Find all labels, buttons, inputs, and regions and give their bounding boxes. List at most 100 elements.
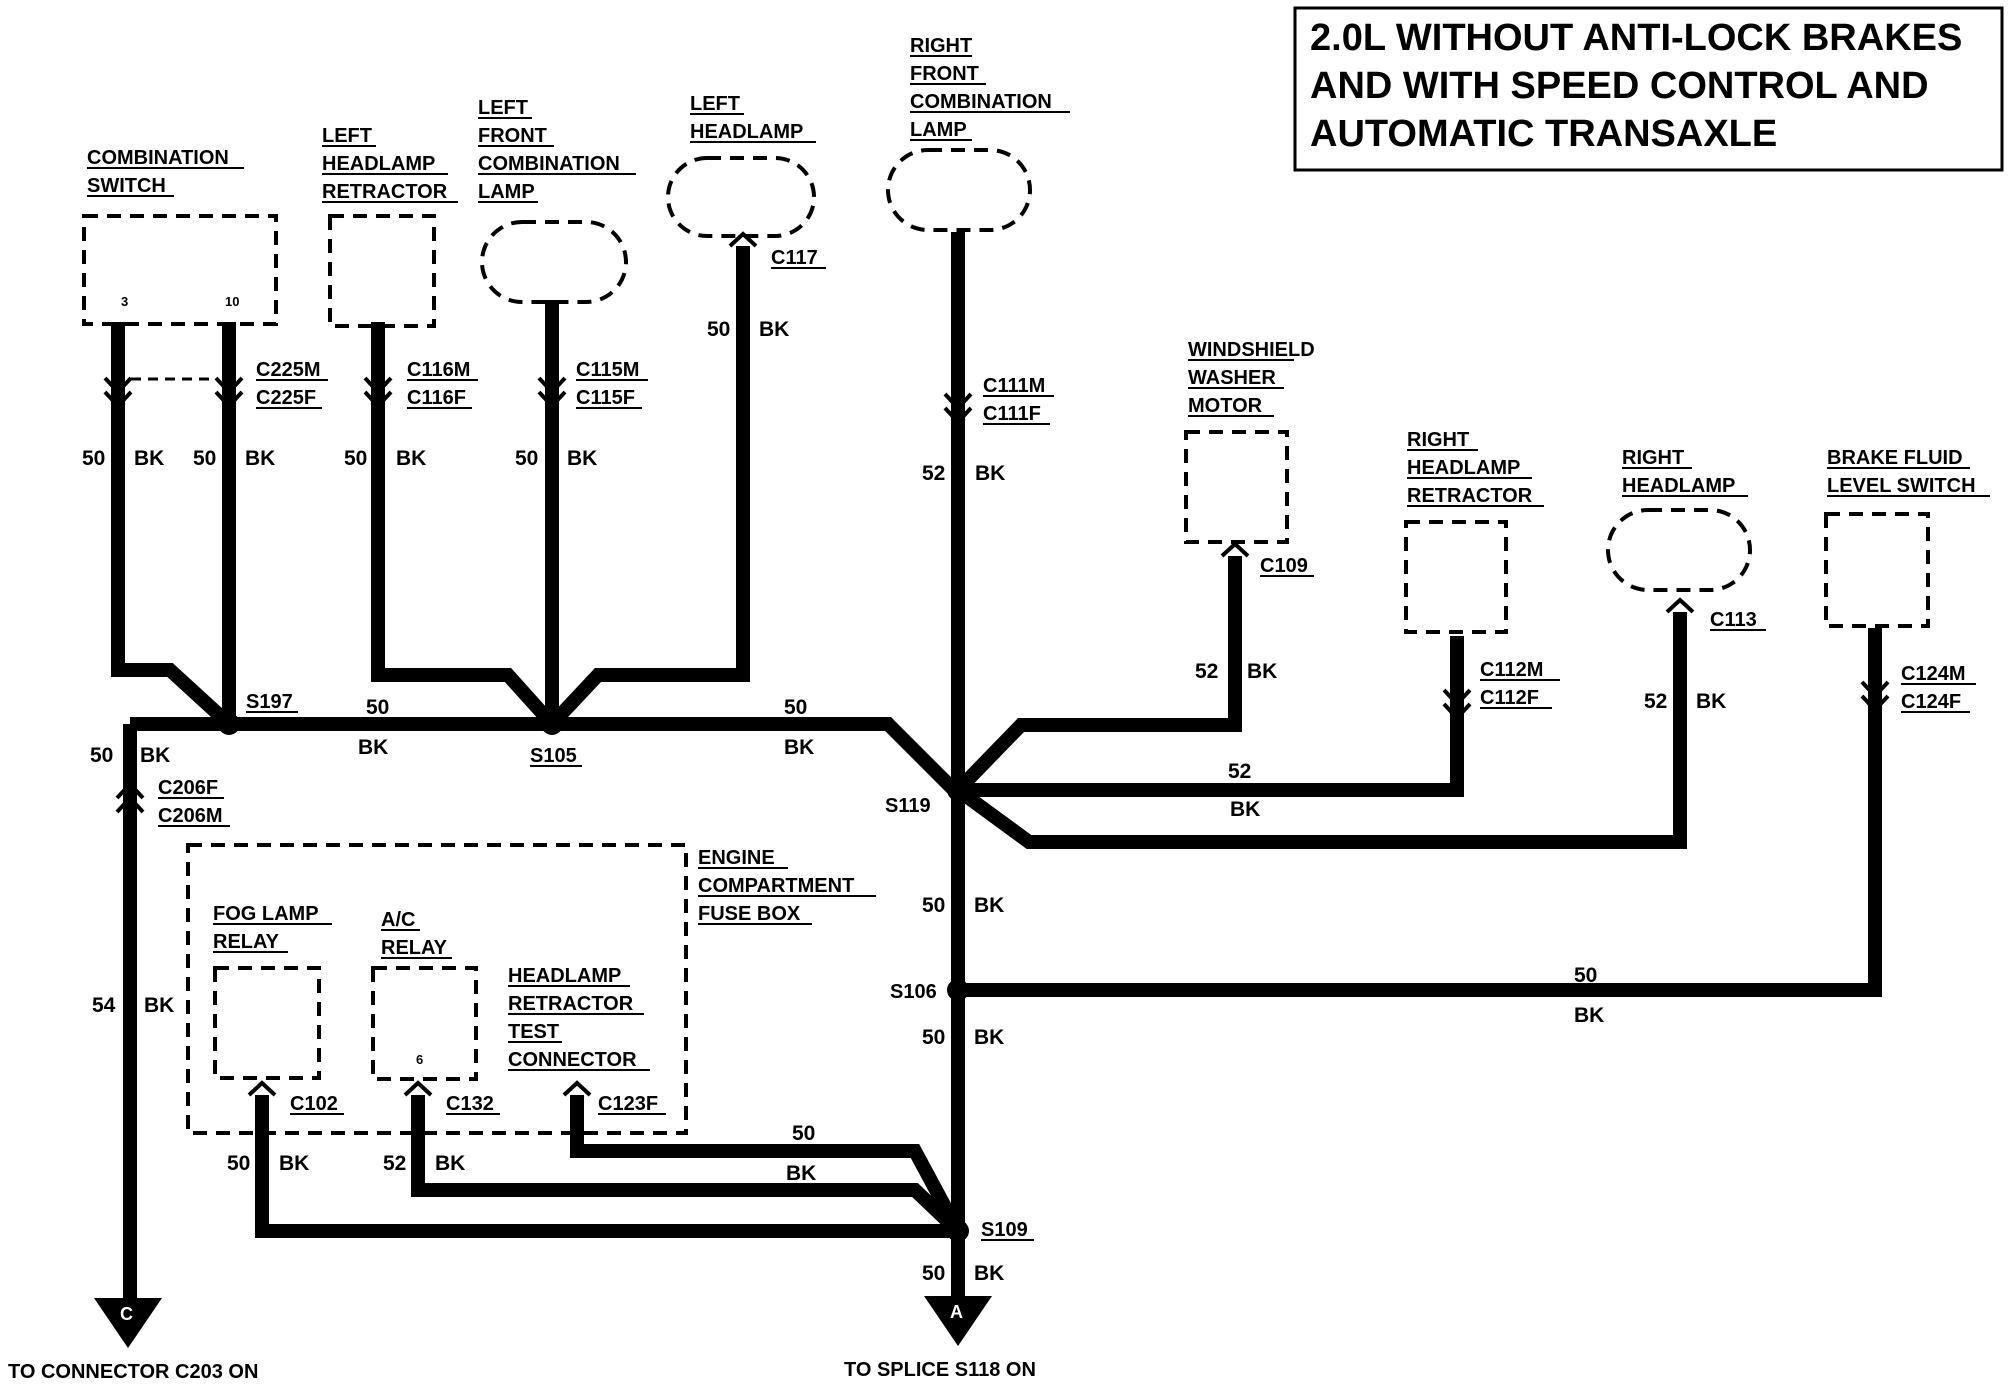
c116-symbol — [363, 376, 393, 409]
windshield-washer-motor-label-1: WINDSHIELD — [1188, 339, 1315, 361]
left-headlamp-label-1: LEFT — [690, 93, 740, 115]
c115m-label: C115M — [576, 359, 639, 381]
left-front-combination-lamp-label-2: FRONT — [478, 125, 547, 147]
engine-compartment-fuse-box-label-3: FUSE BOX — [698, 903, 801, 925]
wire-color-label: BK — [1696, 690, 1726, 713]
brake-fluid-level-switch-box — [1824, 512, 1930, 628]
engine-compartment-fuse-box-label-1: ENGINE — [698, 847, 775, 869]
wire-gauge-label: 50 — [227, 1152, 250, 1175]
wire-fog-lamp-relay — [255, 1095, 958, 1238]
wire-headlamp-retractor-test-connector — [570, 1095, 965, 1235]
fog-lamp-relay-box — [213, 966, 321, 1080]
component-labels: COMBINATION SWITCH LEFT HEADLAMP RETRACT… — [87, 35, 1990, 1071]
headlamp-retractor-test-connector-label-2: RETRACTOR — [508, 993, 634, 1015]
c115-symbol — [537, 376, 567, 409]
wire-color-label: BK — [759, 318, 789, 341]
c206f-label: C206F — [158, 777, 218, 799]
arrow-down-c-icon — [94, 1298, 162, 1348]
arrow-c-label: C — [120, 1304, 133, 1324]
connector-symbols — [103, 231, 1890, 1097]
wire-gauge-label: 54 — [92, 994, 116, 1017]
wire-gauge-label: 50 — [193, 447, 216, 470]
wire-gauge-label: 50 — [366, 696, 389, 719]
wire-color-label: BK — [567, 447, 597, 470]
wire-comb-switch-pin3 — [111, 322, 234, 730]
wire-color-label: BK — [786, 1162, 816, 1185]
title-frame — [1293, 6, 2004, 172]
headlamp-retractor-test-connector-label-3: TEST — [508, 1021, 559, 1043]
wire-color-label: BK — [396, 447, 426, 470]
wire-color-label: BK — [974, 1026, 1004, 1049]
c113-symbol — [1665, 597, 1695, 614]
wire-gauge-label: 50 — [90, 744, 113, 767]
s119-label: S119 — [885, 795, 931, 817]
s197-label: S197 — [246, 691, 293, 713]
wire-color-label: BK — [245, 447, 275, 470]
arrow-a-label: A — [950, 1302, 963, 1322]
c117-label: C117 — [771, 247, 818, 269]
left-front-combination-lamp-label-3: COMBINATION — [478, 153, 620, 175]
wire-gauge-label: 50 — [707, 318, 730, 341]
left-front-combination-lamp-label-4: LAMP — [478, 181, 535, 203]
combination-switch-label-1: COMBINATION — [87, 147, 229, 169]
title-line-1: 2.0L WITHOUT ANTI-LOCK BRAKES — [1310, 17, 1962, 59]
splice-s106 — [947, 979, 969, 1001]
wire-gauge-label: 50 — [922, 1026, 945, 1049]
wire-gauge-label: 50 — [1574, 964, 1597, 987]
engine-compartment-fuse-box — [186, 843, 688, 1135]
wire-gauge-label: 52 — [1228, 760, 1251, 783]
off-page-arrow-c: C — [94, 1298, 162, 1348]
combination-switch-label-2: SWITCH — [87, 175, 166, 197]
s105-label: S105 — [530, 745, 577, 767]
connector-labels: C225M C225F C116M C116F C115M C115F C117… — [158, 247, 1976, 1115]
wire-color-label: BK — [144, 994, 174, 1017]
wire-color-label: BK — [974, 894, 1004, 917]
ac-relay-label-2: RELAY — [381, 937, 448, 959]
c116m-label: C116M — [407, 359, 470, 381]
left-headlamp-retractor-label-1: LEFT — [322, 125, 372, 147]
splice-labels: S197 S105 S119 S106 S109 — [246, 691, 1034, 1241]
wire-gauge-label: 52 — [383, 1152, 406, 1175]
wire-color-label: BK — [1230, 798, 1260, 821]
wire-color-label: BK — [974, 1262, 1004, 1285]
wire-right-headlamp — [953, 612, 1687, 849]
c206-symbol — [115, 781, 145, 814]
title-line-3: AUTOMATIC TRANSAXLE — [1310, 113, 1777, 155]
c112-symbol — [1442, 688, 1472, 721]
left-headlamp-shape — [666, 156, 816, 238]
c109-symbol — [1220, 541, 1250, 558]
wire-color-label: BK — [358, 736, 388, 759]
right-front-combination-lamp-label-3: COMBINATION — [910, 91, 1052, 113]
wire-color-label: BK — [279, 1152, 309, 1175]
wire-color-label: BK — [134, 447, 164, 470]
c124f-label: C124F — [1901, 691, 1961, 713]
wire-right-headlamp-retractor — [958, 636, 1464, 797]
combination-switch-pin-10: 10 — [225, 294, 239, 309]
c111-symbol — [943, 392, 973, 425]
component-boxes — [82, 148, 1930, 1135]
off-page-arrow-a: A — [924, 1296, 992, 1346]
c115f-label: C115F — [576, 387, 635, 409]
wire-gauge-label: 50 — [784, 696, 807, 719]
wire-color-label: BK — [435, 1152, 465, 1175]
c112f-label: C112F — [1480, 687, 1539, 709]
wire-gauge-label: 52 — [922, 462, 945, 485]
wire-color-label: BK — [1247, 660, 1277, 683]
right-front-combination-lamp-label-1: RIGHT — [910, 35, 972, 57]
wire-gauge-label: 52 — [1195, 660, 1218, 683]
fog-lamp-relay-label-2: RELAY — [213, 931, 280, 953]
c102-symbol — [247, 1080, 277, 1097]
ac-relay-pin-6: 6 — [416, 1052, 423, 1067]
left-front-combination-lamp-label-1: LEFT — [478, 97, 528, 119]
wire-gauge-label: 50 — [82, 447, 105, 470]
c117-symbol — [728, 231, 758, 248]
wire-gauge-label: 50 — [922, 1262, 945, 1285]
wire-gauge-label: 50 — [515, 447, 538, 470]
ac-relay-box — [371, 966, 478, 1081]
wire-ac-relay — [411, 1095, 963, 1237]
wire-main-trunk — [130, 717, 959, 795]
windshield-washer-motor-label-2: WASHER — [1188, 367, 1276, 389]
c225-pin3-symbol — [103, 376, 133, 409]
c113-label: C113 — [1710, 609, 1757, 631]
